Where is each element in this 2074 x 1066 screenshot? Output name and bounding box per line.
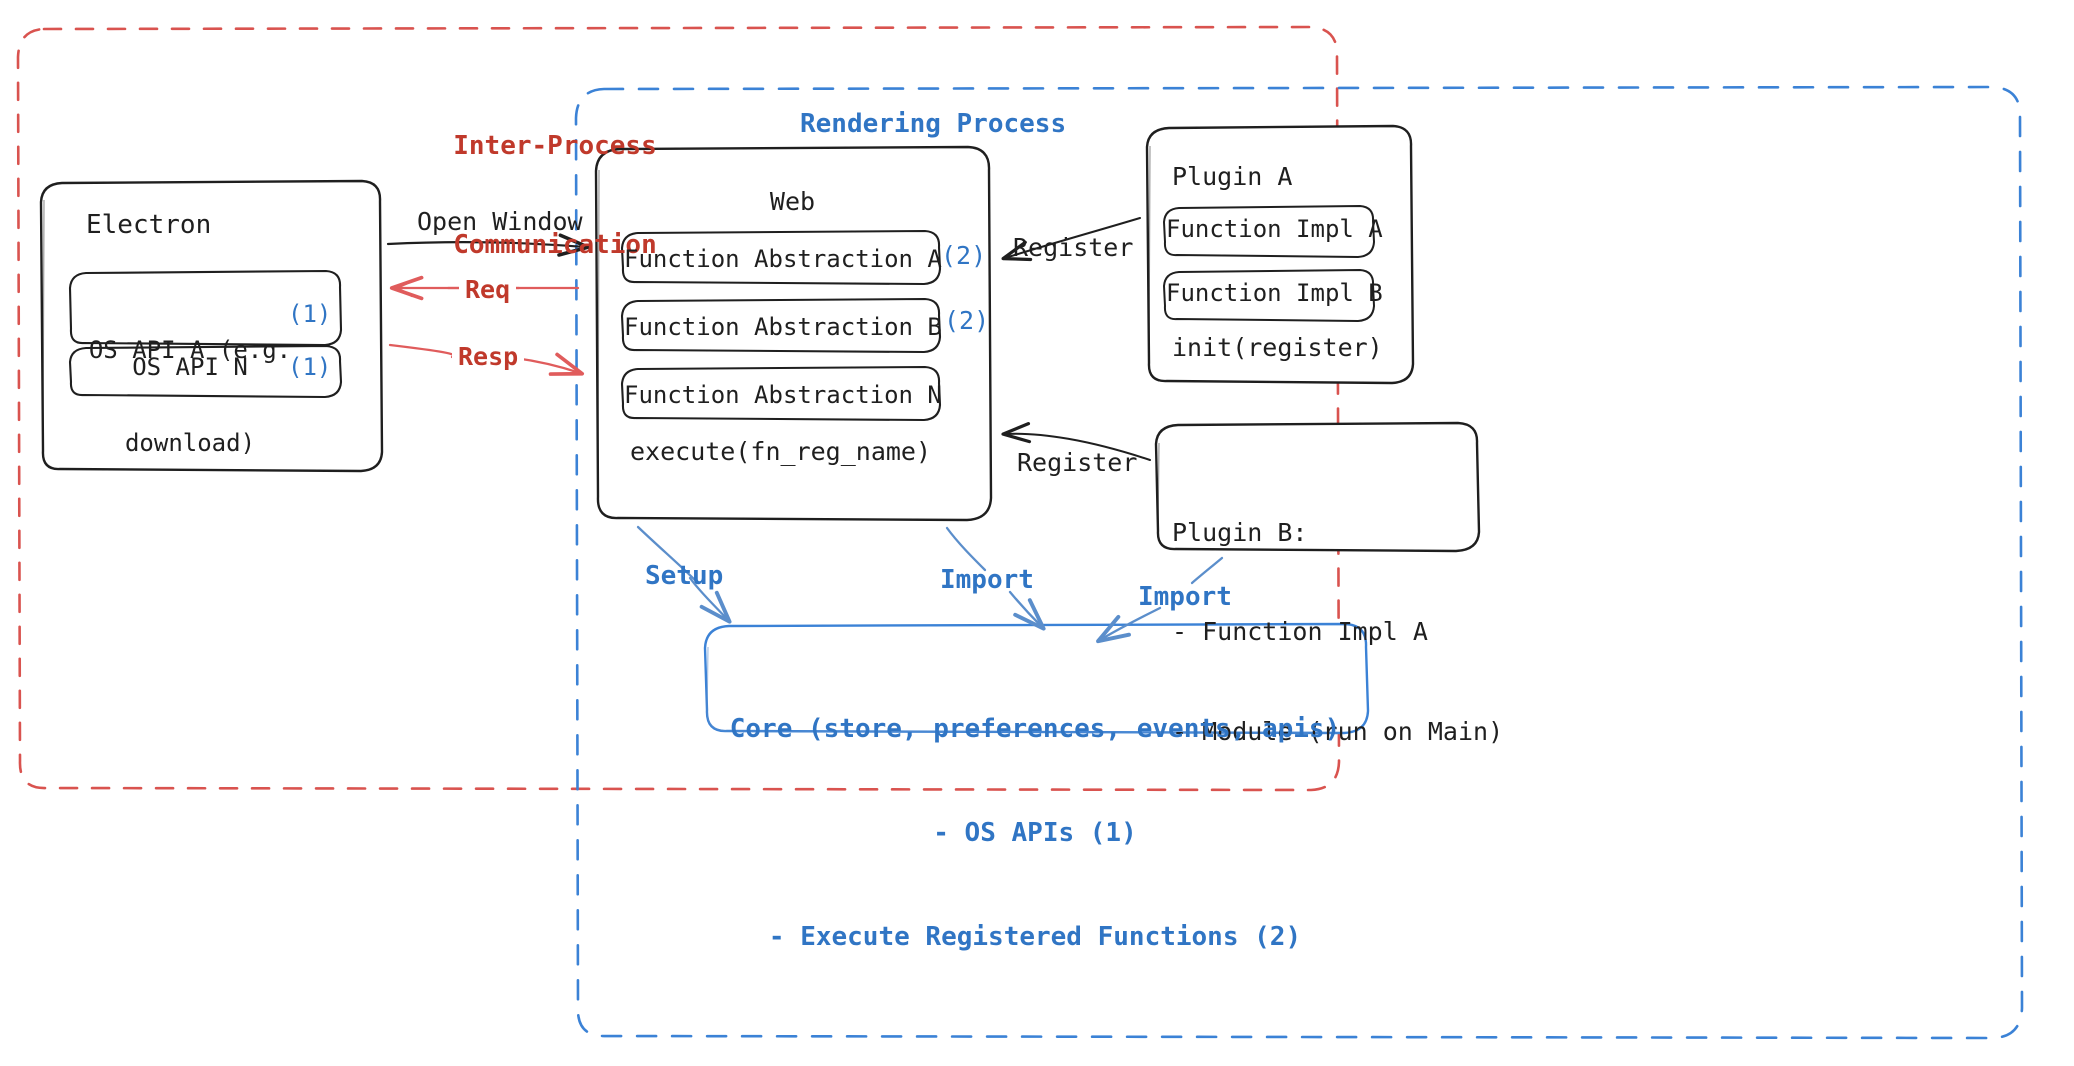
- core-line-1: Core (store, preferences, events, apis): [729, 714, 1341, 745]
- ipc-title-line-1: Inter-Process: [453, 130, 657, 161]
- ipc-group-frame: [16, 25, 1341, 792]
- core-box-lines: Core (store, preferences, events, apis) …: [710, 643, 1360, 1023]
- os-api-n-label: OS API N: [132, 353, 248, 381]
- arrow-label-resp: Resp: [452, 341, 525, 373]
- core-line-3: - Execute Registered Functions (2): [768, 921, 1302, 952]
- function-impl-b-box-shape: [1163, 269, 1375, 322]
- web-box-footer: execute(fn_reg_name): [630, 437, 932, 466]
- os-api-a-label: OS API A (e.g. download): [82, 274, 298, 520]
- arrow-label-open-window: Open Window: [417, 207, 583, 236]
- function-impl-b-label: Function Impl B: [1166, 279, 1383, 307]
- ipc-title-line-2: Communication: [453, 230, 657, 261]
- arrow-label-setup: Setup: [645, 561, 724, 591]
- plugin-b-lines: Plugin B: - Function Impl A - Module (ru…: [1172, 449, 1503, 815]
- function-abstraction-b-label: Function Abstraction B: [624, 313, 942, 341]
- arrow-setup: [636, 525, 732, 624]
- function-abstraction-a-label: Function Abstraction A: [624, 245, 942, 273]
- rendering-process-title: Rendering Process: [800, 109, 1067, 139]
- arrow-open-window: [386, 233, 590, 257]
- arrow-import-web: [945, 526, 1046, 631]
- os-api-a-line-1: OS API A (e.g.: [88, 336, 292, 365]
- web-box-title: Web: [769, 187, 816, 216]
- rendering-process-frame: [574, 85, 2024, 1040]
- function-impl-a-label: Function Impl A: [1166, 215, 1383, 243]
- function-abstraction-b-marker: (2): [944, 306, 990, 335]
- os-api-n-box-shape: [68, 344, 343, 399]
- electron-box-title: Electron: [86, 210, 212, 240]
- plugin-b-box-shape: [1154, 421, 1481, 553]
- arrow-label-req: Req: [459, 274, 517, 306]
- function-abstraction-a-box-shape: [620, 229, 942, 286]
- arrow-label-import-web: Import: [940, 565, 1034, 595]
- function-abstraction-b-box-shape: [620, 297, 942, 354]
- os-api-n-marker: (1): [288, 353, 332, 381]
- os-api-a-marker: (1): [288, 300, 332, 328]
- ipc-group-title: Inter-Process Communication: [425, 63, 685, 329]
- function-abstraction-n-label: Function Abstraction N: [624, 381, 942, 409]
- arrow-register-plugin-b: [1001, 422, 1151, 461]
- arrow-label-import-plugin-b: Import: [1138, 582, 1232, 612]
- arrow-import-plugin-b: [1096, 556, 1224, 644]
- arrow-label-register-plugin-a: Register: [1013, 233, 1134, 262]
- plugin-b-line-1: Plugin B:: [1172, 517, 1308, 547]
- core-box-shape: [703, 622, 1370, 735]
- core-line-2: - OS APIs (1): [933, 817, 1137, 848]
- function-impl-a-box-shape: [1163, 205, 1375, 258]
- function-abstraction-a-marker: (2): [941, 241, 987, 270]
- arrow-register-plugin-a: [1001, 217, 1141, 262]
- plugin-a-box-title: Plugin A: [1172, 162, 1293, 191]
- os-api-a-line-2: download): [124, 428, 256, 457]
- plugin-a-box-footer: init(register): [1172, 333, 1383, 362]
- function-abstraction-n-box-shape: [620, 365, 942, 422]
- arrow-label-register-plugin-b: Register: [1017, 448, 1138, 477]
- plugin-b-line-3: - Module (run on Main): [1172, 717, 1504, 746]
- plugin-b-line-2: - Function Impl A: [1172, 617, 1428, 647]
